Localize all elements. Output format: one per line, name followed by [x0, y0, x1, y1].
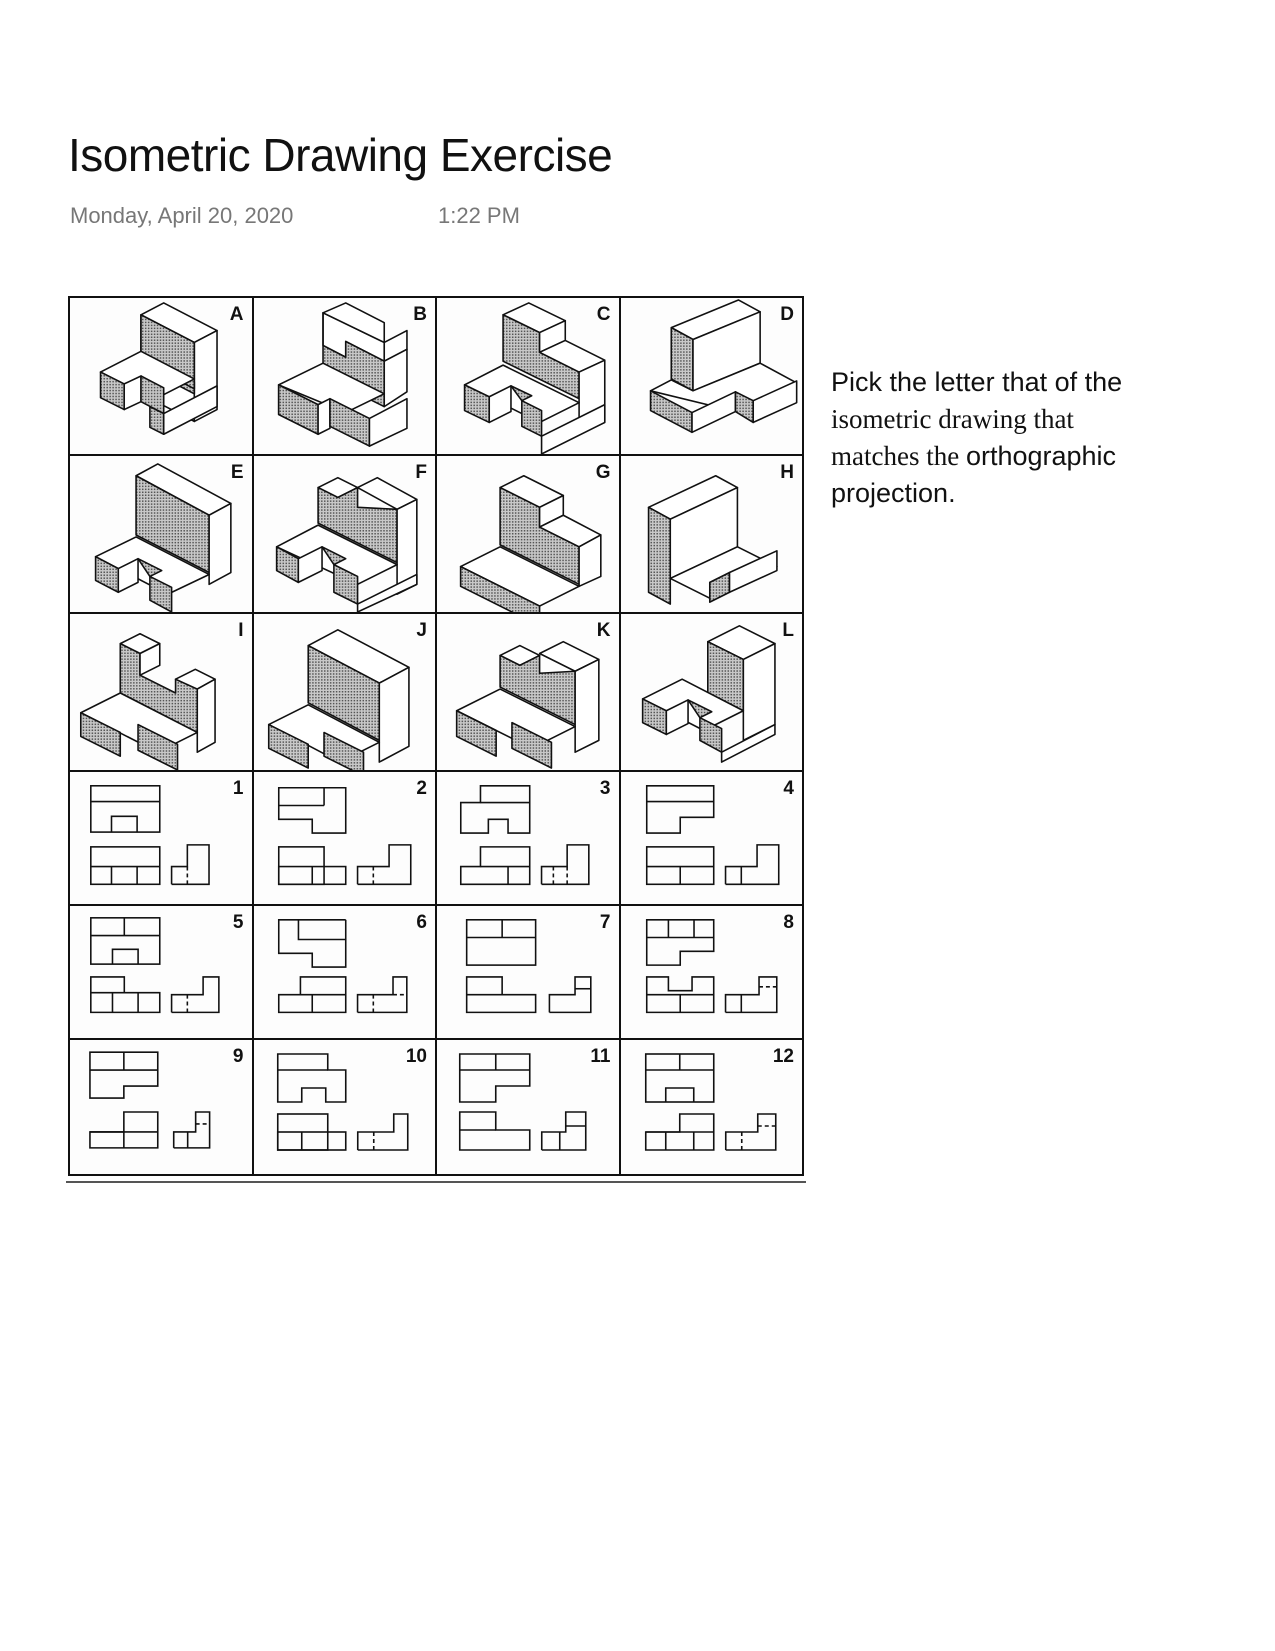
orthographic-cell-1[interactable]: 1	[70, 772, 254, 904]
option-label: J	[416, 620, 427, 641]
isometric-drawing-icon	[94, 463, 232, 612]
orthographic-row: 1 2 3	[70, 772, 802, 906]
isometric-cell-k[interactable]: K	[437, 614, 621, 770]
orthographic-cell-2[interactable]: 2	[254, 772, 437, 904]
orthographic-projection-icon	[276, 1053, 409, 1151]
orthographic-projection-icon	[90, 785, 210, 886]
isometric-drawing-icon	[79, 632, 216, 770]
option-label: 7	[599, 912, 611, 933]
option-label: 4	[783, 778, 794, 799]
isometric-row: I J	[70, 614, 802, 772]
isometric-drawing-icon	[459, 474, 602, 612]
isometric-row: A B	[70, 298, 802, 456]
option-label: C	[596, 304, 611, 325]
orthographic-cell-11[interactable]: 11	[437, 1040, 621, 1174]
page-title: Isometric Drawing Exercise	[68, 129, 613, 181]
isometric-drawing-icon	[649, 299, 797, 434]
option-label: D	[780, 304, 794, 325]
orthographic-projection-icon	[459, 785, 590, 886]
option-label: 8	[783, 912, 794, 933]
isometric-cell-j[interactable]: J	[254, 614, 437, 770]
orthographic-cell-12[interactable]: 12	[621, 1040, 803, 1174]
option-label: 2	[416, 778, 427, 799]
isometric-cell-a[interactable]: A	[70, 298, 254, 454]
isometric-drawing-icon	[641, 625, 776, 763]
option-label: G	[595, 462, 611, 483]
instruction-fragment: matches the	[831, 441, 966, 471]
orthographic-projection-icon	[277, 919, 408, 1014]
option-label: 10	[405, 1046, 427, 1067]
orthographic-projection-icon	[645, 919, 778, 1014]
option-label: H	[780, 462, 794, 483]
isometric-drawing-icon	[99, 302, 218, 436]
orthographic-projection-icon	[644, 1053, 777, 1151]
orthographic-cell-10[interactable]: 10	[254, 1040, 437, 1174]
isometric-drawing-icon	[463, 302, 606, 454]
isometric-row: E F	[70, 456, 802, 614]
instruction-line: Pick the letter that of the	[831, 367, 1123, 397]
instruction-line: matches the orthographic	[831, 438, 1171, 475]
orthographic-cell-7[interactable]: 7	[437, 906, 621, 1038]
option-label: I	[238, 620, 244, 641]
isometric-cell-c[interactable]: C	[437, 298, 621, 454]
instruction-line: isometric drawing that	[831, 404, 1074, 434]
option-label: 11	[590, 1046, 611, 1067]
orthographic-cell-6[interactable]: 6	[254, 906, 437, 1038]
isometric-cell-g[interactable]: G	[437, 456, 621, 612]
option-label: B	[413, 304, 427, 325]
isometric-cell-e[interactable]: E	[70, 456, 254, 612]
isometric-cell-b[interactable]: B	[254, 298, 437, 454]
orthographic-projection-icon	[465, 919, 592, 1014]
isometric-drawing-icon	[455, 640, 600, 769]
instruction-line: projection.	[831, 478, 956, 508]
isometric-drawing-icon	[275, 476, 418, 612]
divider	[66, 1181, 806, 1183]
page-date: Monday, April 20, 2020	[70, 203, 294, 228]
isometric-cell-d[interactable]: D	[621, 298, 803, 454]
isometric-cell-f[interactable]: F	[254, 456, 437, 612]
instructions-text: Pick the letter that of the isometric dr…	[831, 364, 1171, 512]
option-label: K	[596, 620, 611, 641]
orthographic-row: 9 10 11	[70, 1040, 802, 1174]
option-label: L	[782, 620, 794, 641]
option-label: 5	[232, 912, 244, 933]
orthographic-projection-icon	[89, 1051, 211, 1149]
orthographic-projection-icon	[90, 917, 220, 1014]
isometric-drawing-icon	[267, 629, 410, 770]
option-label: F	[415, 462, 427, 483]
isometric-cell-i[interactable]: I	[70, 614, 254, 770]
isometric-cell-h[interactable]: H	[621, 456, 803, 612]
orthographic-cell-9[interactable]: 9	[70, 1040, 254, 1174]
page-time: 1:22 PM	[438, 203, 520, 228]
option-label: A	[229, 304, 244, 325]
orthographic-projection-icon	[277, 786, 412, 886]
orthographic-cell-5[interactable]: 5	[70, 906, 254, 1038]
exercise-grid: A B	[68, 296, 804, 1176]
orthographic-row: 5 6 7	[70, 906, 802, 1040]
instruction-fragment: orthographic	[965, 441, 1117, 471]
option-label: 6	[416, 912, 427, 933]
isometric-cell-l[interactable]: L	[621, 614, 803, 770]
option-label: 1	[232, 778, 244, 799]
option-label: 3	[599, 778, 611, 799]
isometric-drawing-icon	[277, 302, 408, 447]
option-label: 12	[772, 1046, 794, 1067]
option-label: E	[230, 462, 244, 483]
orthographic-projection-icon	[458, 1053, 587, 1151]
orthographic-projection-icon	[645, 785, 780, 886]
isometric-drawing-icon	[647, 474, 778, 605]
orthographic-cell-8[interactable]: 8	[621, 906, 803, 1038]
orthographic-cell-3[interactable]: 3	[437, 772, 621, 904]
orthographic-cell-4[interactable]: 4	[621, 772, 803, 904]
option-label: 9	[232, 1046, 244, 1067]
